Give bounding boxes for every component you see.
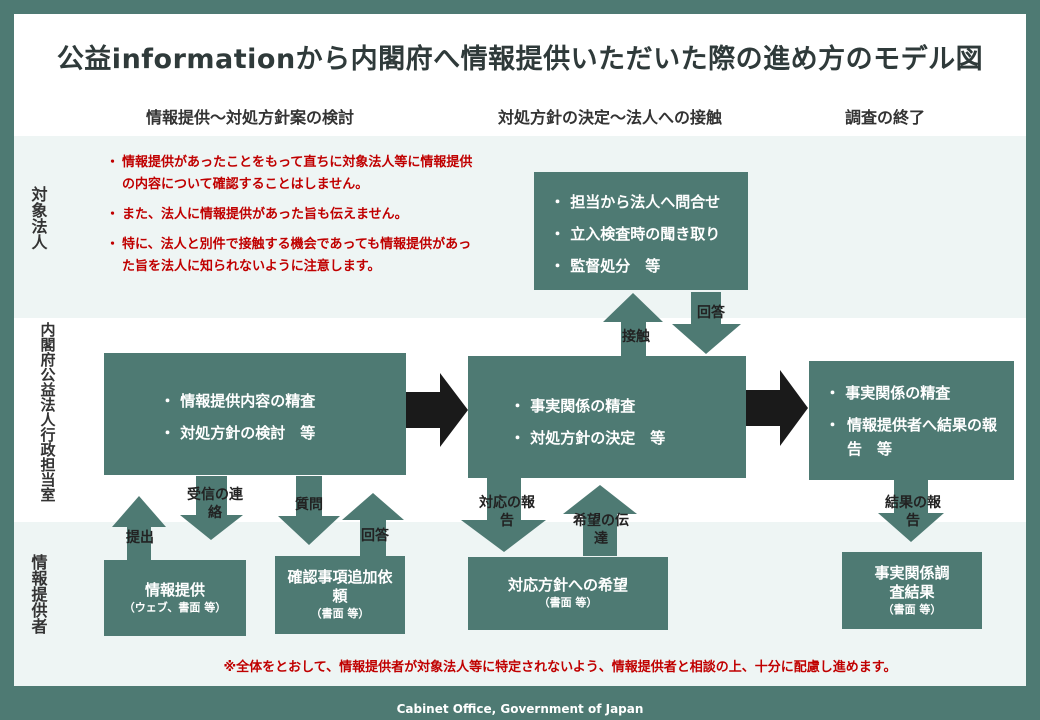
label-receipt: 受信の連絡 [187,487,243,521]
office-review-item-1: ・ 情報提供内容の精査 [160,392,316,410]
office-decision-item-2: ・ 対処方針の決定 等 [510,429,666,447]
row-label-target-text: 対象法人 [28,186,48,250]
label-question: 質問 [295,497,323,513]
label-hope: 希望の伝達 [573,513,629,547]
caution-note-2-text: また、法人に情報提供があった旨も伝えません。 [122,207,408,222]
answer-arrow-down-mid [672,292,741,354]
flow-arrow-2 [746,370,808,446]
target-action-2: ・ 立入検査時の聞き取り [550,225,721,243]
provider-box-hope: 対応方針への希望 （書面 等） [468,557,668,630]
label-submit: 提出 [126,530,154,546]
office-review-item-2: ・ 対処方針の検討 等 [160,424,316,442]
footer-caution: ※全体をとおして、情報提供者が対象法人等に特定されないよう、情報提供者と相談の上… [223,660,897,675]
hope-arrow-up [563,485,637,556]
office-box-review: ・ 情報提供内容の精査 ・ 対処方針の検討 等 [104,353,406,475]
provider-box-submit: 情報提供 （ウェブ、書面 等） [104,560,246,636]
provider-box-inquiry: 確認事項追加依頼 （書面 等） [275,556,405,634]
office-decision-item-2-text: 対処方針の決定 等 [530,429,666,447]
label-answer-left: 回答 [361,528,389,544]
target-action-3-text: 監督処分 等 [570,257,661,275]
question-arrow-down [278,476,340,545]
answer-arrow-up-left [342,493,404,556]
page-title: 公益informationから内閣府へ情報提供いただいた際の進め方のモデル図 [14,14,1026,98]
office-closing-item-1-text: 事実関係の精査 [845,384,951,402]
row-label-office: 内閣府公益法人行政担当室 [22,322,72,514]
provider-inquiry-sub: （書面 等） [310,607,370,620]
provider-box-result: 事実関係調査結果 （書面 等） [842,552,982,629]
office-closing-item-1: ・ 事実関係の精査 [825,384,951,402]
target-action-3: ・ 監督処分 等 [550,257,661,275]
label-result-report: 結果の報告 [885,495,941,529]
office-review-item-1-text: 情報提供内容の精査 [180,392,316,410]
footer-credit: Cabinet Office, Government of Japan [396,702,644,716]
target-actions-box: ・ 担当から法人へ問合せ ・ 立入検査時の聞き取り ・ 監督処分 等 [534,172,748,290]
provider-submit-sub: （ウェブ、書面 等） [123,600,227,614]
label-report: 対応の報告 [479,495,535,529]
provider-result-sub: （書面 等） [882,602,942,616]
target-row-band [14,136,1026,318]
row-label-provider-text: 情報提供者 [28,554,48,634]
contact-arrow-up [603,293,663,356]
caution-note-1: ・情報提供があったことをもって直ちに対象法人等に情報提供の内容について確認するこ… [106,152,478,196]
phase-header-2: 対処方針の決定～法人への接触 [497,108,722,127]
caution-note-2: ・また、法人に情報提供があった旨も伝えません。 [106,204,478,226]
caution-note-3: ・特に、法人と別件で接触する機会であっても情報提供があった旨を法人に知られないよ… [106,234,478,278]
office-decision-item-1: ・ 事実関係の精査 [510,397,636,415]
flow-arrow-1 [406,373,468,447]
row-label-provider: 情報提供者 [26,554,50,638]
label-answer-mid: 回答 [697,305,725,321]
office-box-closing: ・ 事実関係の精査 ・情報提供者へ結果の報告 等 [809,361,1014,480]
target-action-1-text: 担当から法人へ問合せ [570,193,721,211]
office-box-decision: ・ 事実関係の精査 ・ 対処方針の決定 等 [468,356,746,478]
provider-hope-title: 対応方針への希望 [507,576,628,594]
office-decision-item-1-text: 事実関係の精査 [530,397,636,415]
provider-submit-title: 情報提供 [144,580,205,599]
caution-notes: ・情報提供があったことをもって直ちに対象法人等に情報提供の内容について確認するこ… [106,152,478,278]
phase-header-3: 調査の終了 [844,108,925,127]
row-label-target: 対象法人 [26,186,50,254]
provider-inquiry-title: 確認事項追加依頼 [287,568,393,605]
target-action-1: ・ 担当から法人へ問合せ [550,193,721,211]
provider-result-title: 事実関係調査結果 [874,563,950,601]
row-label-office-text: 内閣府公益法人行政担当室 [38,322,57,502]
office-review-item-2-text: 対処方針の検討 等 [180,424,316,442]
office-closing-item-2-text: 情報提供者へ結果の報告 等 [847,416,998,458]
caution-note-3-text: 特に、法人と別件で接触する機会であっても情報提供があった旨を法人に知られないよう… [122,237,472,274]
provider-hope-sub: （書面 等） [538,596,598,609]
result-arrow-down [878,480,944,542]
phase-header-1: 情報提供～対処方針案の検討 [145,108,354,127]
receipt-arrow-down [180,476,243,540]
label-contact: 接触 [622,329,650,345]
office-closing-item-2: ・情報提供者へ結果の報告 等 [825,409,1006,461]
caution-note-1-text: 情報提供があったことをもって直ちに対象法人等に情報提供の内容について確認すること… [122,155,473,192]
target-action-2-text: 立入検査時の聞き取り [570,225,721,243]
report-arrow-down [461,478,546,552]
submit-arrow-up [112,496,166,560]
